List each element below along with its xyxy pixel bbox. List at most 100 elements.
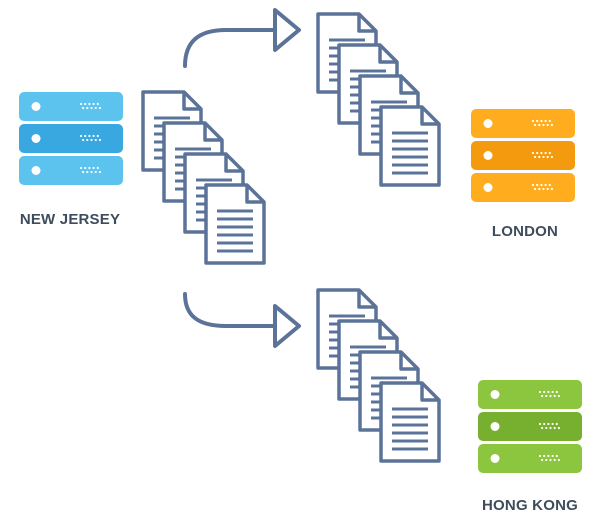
server-vent-dot xyxy=(88,166,91,170)
label-london: LONDON xyxy=(492,223,558,240)
server-led xyxy=(490,422,500,431)
curved-arrow-icon xyxy=(183,292,301,348)
server-vent-dot xyxy=(98,170,101,174)
server-vent-dot xyxy=(94,170,97,174)
server-vent-dot xyxy=(542,187,545,191)
server-vent-dot xyxy=(541,426,544,430)
document-fold xyxy=(357,14,376,33)
server-vent-dot xyxy=(538,454,542,458)
server-vent-dot xyxy=(90,138,93,142)
label-hong-kong: HONG KONG xyxy=(482,497,578,514)
arrow-to-london xyxy=(183,8,301,68)
server-unit-body xyxy=(478,380,582,409)
server-unit-body xyxy=(19,92,123,121)
server-vent-dot xyxy=(536,183,539,187)
server-vent-dot xyxy=(84,102,87,106)
server-unit-body xyxy=(19,156,123,185)
server-vent-dot xyxy=(544,119,547,123)
server-unit xyxy=(19,92,123,121)
server-vent-dot xyxy=(550,123,553,127)
server-vent-dot xyxy=(542,155,545,159)
server-vent-dot xyxy=(543,390,546,394)
server-vent-dot xyxy=(94,138,97,142)
document-fold xyxy=(224,154,243,173)
server-vent-dot xyxy=(548,183,551,187)
arrow-to-hong-kong xyxy=(183,292,301,348)
server-vent-dot xyxy=(531,151,535,155)
server-vent-dot xyxy=(551,454,554,458)
server-vent-dot xyxy=(549,426,552,430)
server-vent-dot xyxy=(531,119,535,123)
server-vent-dot xyxy=(96,166,99,170)
server-vent-dot xyxy=(79,166,83,170)
server-vent-dot xyxy=(545,458,548,462)
document-stack-source xyxy=(141,90,266,265)
document-fold xyxy=(420,107,439,126)
server-unit xyxy=(19,156,123,185)
server-vent-dot xyxy=(546,123,549,127)
server-led xyxy=(31,166,41,175)
server-vent-dot xyxy=(543,422,546,426)
server-vent-dot xyxy=(553,394,556,398)
server-vent-dot xyxy=(551,422,554,426)
server-vent-dot xyxy=(550,187,553,191)
server-vent-dot xyxy=(545,394,548,398)
server-vent-dot xyxy=(88,102,91,106)
server-vent-dot xyxy=(96,134,99,138)
server-led xyxy=(483,119,493,128)
server-vent-dot xyxy=(548,119,551,123)
server-vent-dot xyxy=(544,183,547,187)
server-vent-dot xyxy=(92,134,95,138)
server-unit xyxy=(471,141,575,170)
server-vent-dot xyxy=(545,426,548,430)
server-vent-dot xyxy=(557,426,560,430)
server-led xyxy=(31,134,41,143)
server-vent-dot xyxy=(546,155,549,159)
server-vent-dot xyxy=(557,458,560,462)
server-led xyxy=(483,151,493,160)
server-vent-dot xyxy=(96,102,99,106)
server-vent-dot xyxy=(555,454,558,458)
document-icon xyxy=(204,183,266,265)
server-vent-dot xyxy=(92,166,95,170)
server-unit xyxy=(478,380,582,409)
curved-arrow-icon xyxy=(183,8,301,68)
server-vent-dot xyxy=(544,151,547,155)
document-fold xyxy=(378,45,397,64)
server-led xyxy=(490,454,500,463)
server-vent-dot xyxy=(86,170,89,174)
server-vent-dot xyxy=(534,187,537,191)
server-vent-dot xyxy=(540,183,543,187)
server-vent-dot xyxy=(555,422,558,426)
server-vent-dot xyxy=(548,151,551,155)
server-unit-body xyxy=(471,173,575,202)
server-vent-dot xyxy=(534,123,537,127)
server-vent-dot xyxy=(538,422,542,426)
server-unit-body xyxy=(471,109,575,138)
server-vent-dot xyxy=(557,394,560,398)
server-vent-dot xyxy=(534,155,537,159)
document-stack-london xyxy=(316,12,441,187)
server-vent-dot xyxy=(98,106,101,110)
server-hong-kong xyxy=(478,380,582,473)
server-vent-dot xyxy=(531,183,535,187)
server-vent-dot xyxy=(538,390,542,394)
server-vent-dot xyxy=(551,390,554,394)
server-vent-dot xyxy=(82,138,85,142)
server-unit xyxy=(478,444,582,473)
label-new-jersey: NEW JERSEY xyxy=(20,211,120,228)
document-fold xyxy=(420,383,439,402)
server-vent-dot xyxy=(86,106,89,110)
document-fold xyxy=(399,76,418,95)
server-stack-icon xyxy=(471,109,575,202)
server-vent-dot xyxy=(540,119,543,123)
server-vent-dot xyxy=(547,422,550,426)
server-vent-dot xyxy=(547,390,550,394)
server-vent-dot xyxy=(536,151,539,155)
server-vent-dot xyxy=(538,187,541,191)
server-unit-body xyxy=(471,141,575,170)
server-vent-dot xyxy=(553,458,556,462)
server-stack-icon xyxy=(19,92,123,185)
server-vent-dot xyxy=(86,138,89,142)
